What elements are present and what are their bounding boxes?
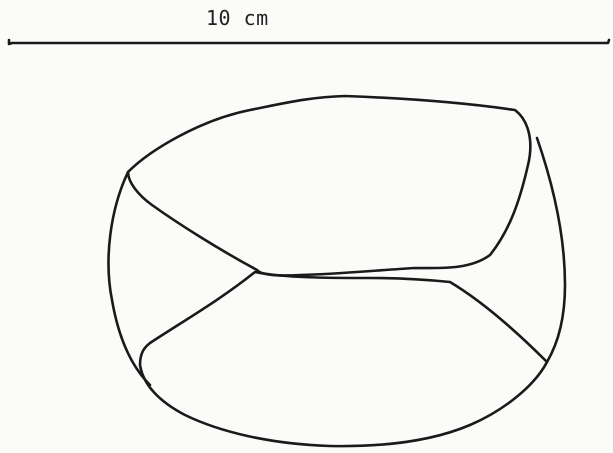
scale-bar <box>7 38 611 46</box>
scale-label: 10 cm <box>206 6 269 30</box>
top-face-outline <box>126 94 532 277</box>
bottom-face-outline <box>138 270 549 448</box>
body-left-side <box>107 170 152 387</box>
body-right-side <box>535 136 567 364</box>
